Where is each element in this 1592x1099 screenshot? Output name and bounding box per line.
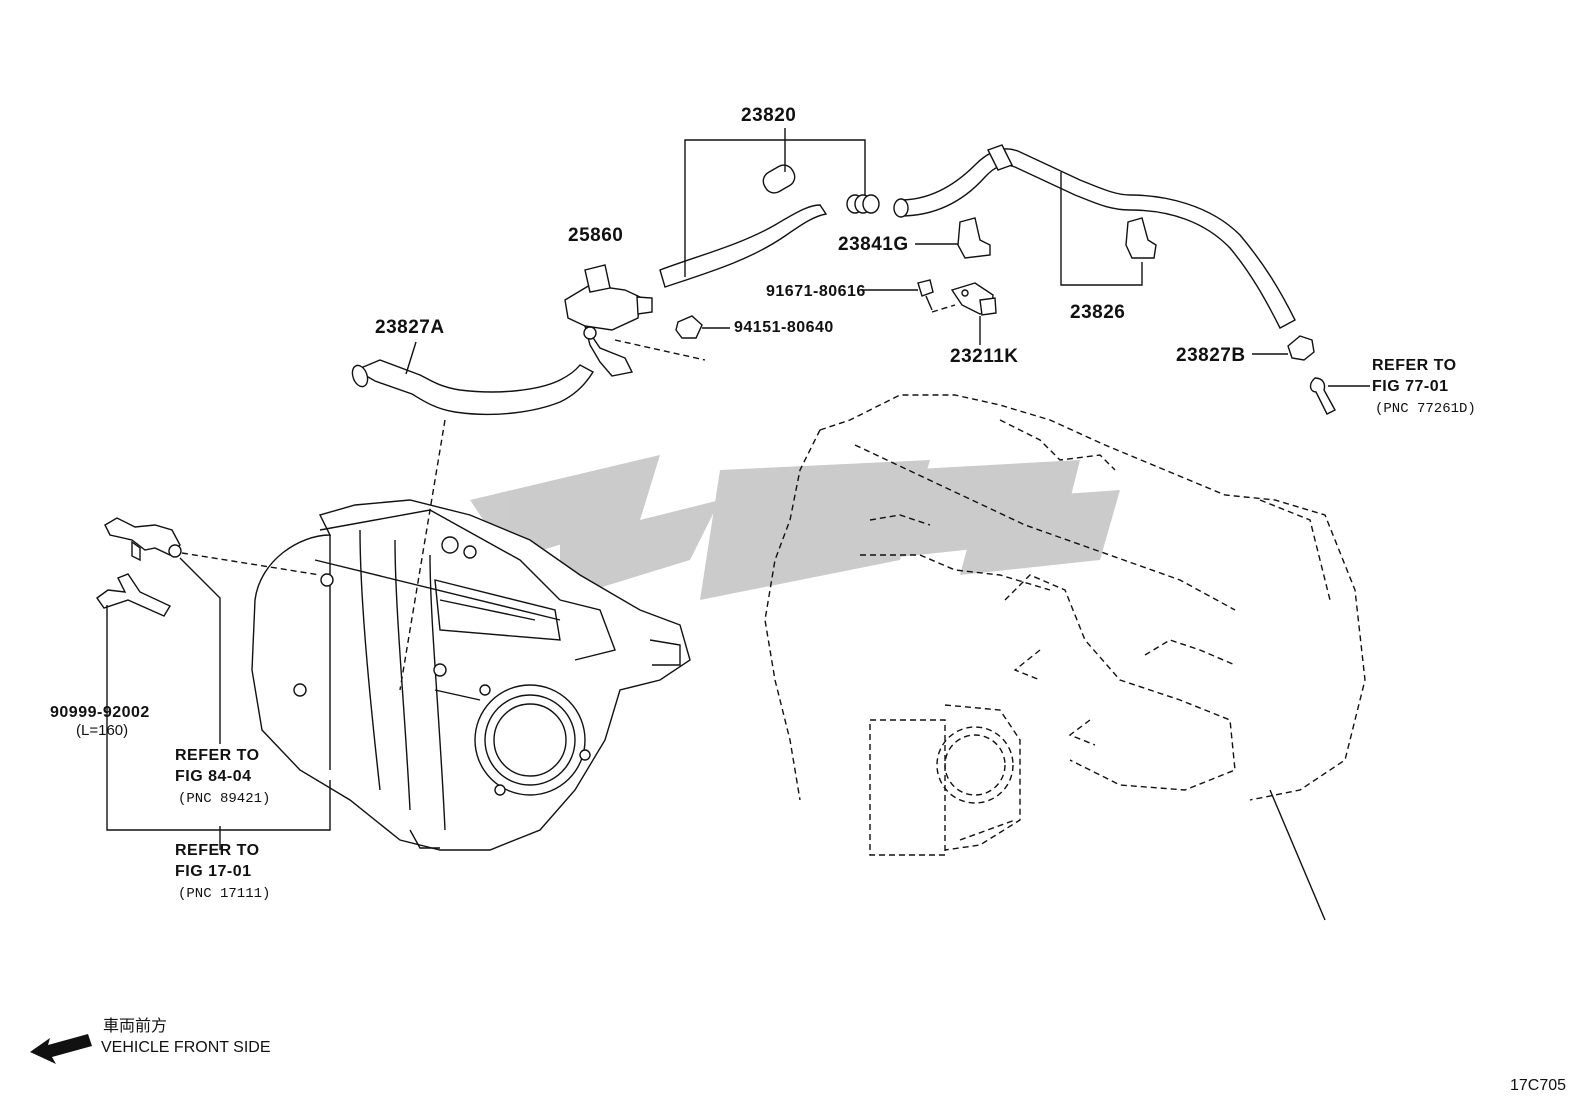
ref-17-line3: (PNC 17111): [178, 886, 270, 902]
ref-84-line1: REFER TO: [175, 747, 260, 764]
front-arrow-icon: [30, 1034, 92, 1064]
hose-23827A: [351, 341, 594, 416]
watermark-logo: [470, 455, 1120, 600]
ref-17-line1: REFER TO: [175, 842, 260, 859]
ref-77-line3: (PNC 77261D): [1375, 401, 1476, 417]
figure-code: 17C705: [1510, 1077, 1566, 1094]
label-23827B: 23827B: [1176, 345, 1246, 366]
ref-77-line2: FIG 77-01: [1372, 378, 1449, 395]
ref-84-line3: (PNC 89421): [178, 791, 270, 807]
front-label-en: VEHICLE FRONT SIDE: [101, 1039, 271, 1056]
bolt-91671: [862, 279, 956, 313]
label-94151: 94151-80640: [734, 319, 834, 336]
nut-94151: [675, 315, 730, 339]
hose-23820: [659, 128, 880, 288]
intake-manifold: [251, 419, 691, 851]
label-23841G: 23841G: [838, 234, 909, 255]
engine-outline: [764, 394, 1366, 921]
vsv-25860: [564, 264, 706, 377]
label-23826: 23826: [1070, 302, 1125, 323]
label-23827A: 23827A: [375, 317, 445, 338]
bracket-23211K: [950, 282, 997, 345]
vehicle-front-indicator: 車両前方 VEHICLE FRONT SIDE: [30, 1017, 271, 1064]
ref-84-line2: FIG 84-04: [175, 768, 252, 785]
vsv-90999: [96, 517, 331, 850]
front-label-jp: 車両前方: [103, 1017, 167, 1035]
ref-17-line2: FIG 17-01: [175, 863, 252, 880]
label-25860: 25860: [568, 225, 623, 246]
label-23211K: 23211K: [950, 346, 1019, 367]
label-91671: 91671-80616: [766, 283, 866, 300]
label-23820: 23820: [741, 105, 796, 126]
connector-23827B: [1252, 335, 1370, 415]
ref-77-line1: REFER TO: [1372, 357, 1457, 374]
label-90999-length: (L=160): [76, 722, 128, 739]
hose-23826: [893, 144, 1296, 329]
label-90999: 90999-92002: [50, 704, 150, 721]
